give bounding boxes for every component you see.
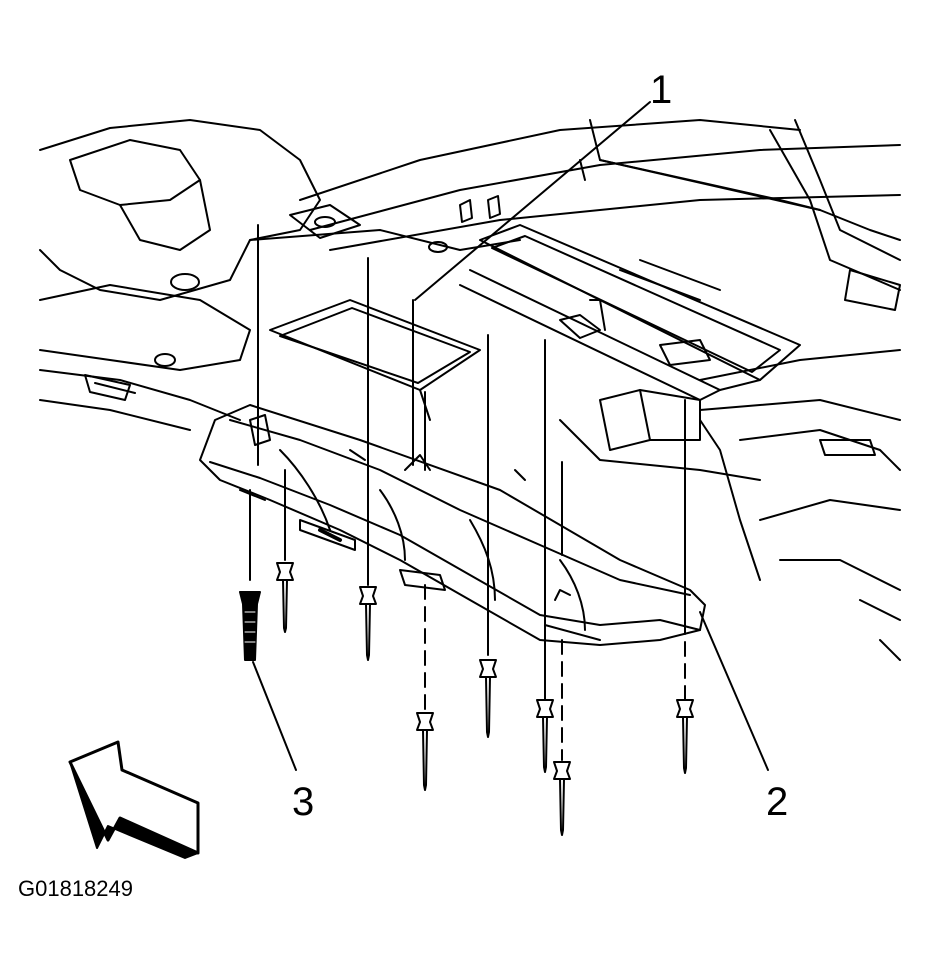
callout-3: 3: [292, 780, 315, 824]
callout-2: 2: [766, 780, 789, 824]
leader-line-2: [699, 611, 769, 771]
fastener-guide-lines: [249, 224, 686, 761]
leader-lines: [252, 101, 769, 771]
fastener: [553, 761, 571, 836]
fastener: [276, 562, 294, 633]
leader-line-1: [414, 101, 651, 301]
underbody-structure: [39, 119, 901, 661]
fastener: [536, 699, 554, 773]
direction-arrow-icon: [68, 740, 200, 859]
callout-1: 1: [650, 68, 673, 112]
fastener: [359, 586, 377, 661]
heat-shield: [199, 404, 706, 646]
figure-id: G01818249: [18, 876, 133, 901]
push-pin-fasteners: [239, 562, 694, 836]
fastener: [416, 712, 434, 791]
threaded-stud: [239, 591, 261, 661]
fastener: [479, 659, 497, 738]
fastener: [676, 699, 694, 774]
leader-line-3: [252, 661, 297, 771]
